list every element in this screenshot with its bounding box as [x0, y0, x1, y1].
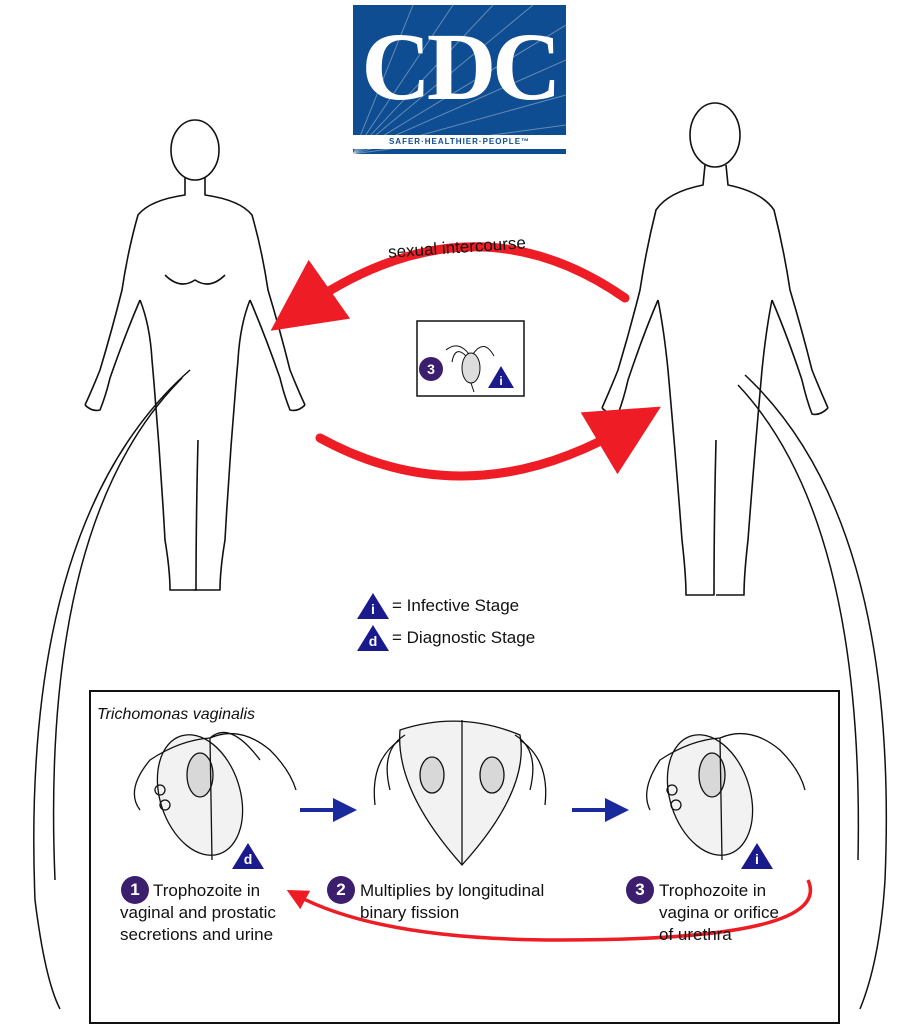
center-infective-triangle: i [488, 366, 514, 388]
step-2-line-2: binary fission [360, 902, 459, 923]
step-1-line-3: secretions and urine [120, 924, 273, 945]
transmission-arrow-bottom [320, 425, 630, 476]
species-name: Trichomonas vaginalis [97, 706, 255, 724]
legend-infective-text: = Infective Stage [392, 596, 519, 616]
step-3-infective-icon: i [741, 843, 773, 869]
step-1-line-2: vaginal and prostatic [120, 902, 276, 923]
female-figure [85, 120, 305, 590]
step-2-number: 2 [327, 876, 355, 904]
step-3-line-3: of urethra [659, 924, 732, 945]
male-figure [602, 103, 828, 595]
lifecycle-box [89, 690, 840, 1024]
legend-diagnostic-text: = Diagnostic Stage [392, 628, 535, 648]
step-3-line-2: vagina or orifice [659, 902, 779, 923]
step-1-number: 1 [121, 876, 149, 904]
step-2-line-1: Multiplies by longitudinal [360, 880, 544, 901]
legend-diagnostic-icon: d [357, 625, 389, 651]
step-1-diagnostic-icon: d [232, 843, 264, 869]
step-1-line-1: Trophozoite in [153, 880, 260, 901]
legend-infective-icon: i [357, 593, 389, 619]
step-3-line-1: Trophozoite in [659, 880, 766, 901]
center-stage-number: 3 [419, 357, 443, 381]
step-3-number: 3 [626, 876, 654, 904]
